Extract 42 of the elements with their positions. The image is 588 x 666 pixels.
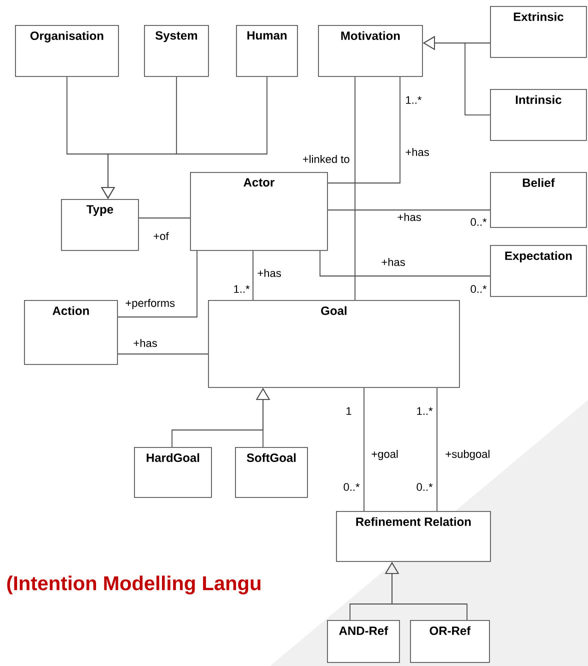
edge-label: +subgoal xyxy=(446,450,490,460)
edge-label: +has xyxy=(382,258,405,266)
class-box: Type xyxy=(61,199,139,251)
class-box: SoftGoal xyxy=(235,447,308,498)
class-box: HardGoal xyxy=(134,447,212,498)
class-box: Motivation xyxy=(318,25,423,77)
class-box: System xyxy=(144,25,209,77)
multiplicity: 1..* xyxy=(406,96,422,104)
class-box: Human xyxy=(236,25,298,77)
multiplicity: 0..* xyxy=(344,483,360,491)
class-box: Action xyxy=(24,300,118,365)
multiplicity: 1..* xyxy=(417,407,433,415)
edge-label: +has xyxy=(258,268,281,278)
slide-title: (Intention Modelling Langu xyxy=(7,576,260,594)
class-box: Actor xyxy=(190,172,328,251)
edge-label: +has xyxy=(406,148,429,156)
edge-label: +linked to xyxy=(302,154,350,164)
class-box: Expectation xyxy=(490,245,587,297)
edge-label: +of xyxy=(154,232,169,240)
connector xyxy=(436,387,438,512)
multiplicity: 1..* xyxy=(234,285,250,293)
multiplicity: 1 xyxy=(346,407,352,415)
class-box: Extrinsic xyxy=(490,6,587,58)
edge-label: +has xyxy=(134,338,157,348)
class-box: OR-Ref xyxy=(410,620,490,663)
edge-label: +has xyxy=(398,212,421,222)
multiplicity: 0..* xyxy=(416,483,433,491)
connector xyxy=(117,250,198,318)
class-box: Goal xyxy=(208,300,460,388)
class-box: Intrinsic xyxy=(490,89,587,141)
connector xyxy=(252,250,254,300)
edge-label: +performs xyxy=(126,298,175,310)
edge-label: +goal xyxy=(372,450,398,460)
class-box: Organisation xyxy=(15,25,119,77)
connector xyxy=(320,250,490,276)
connector xyxy=(354,76,356,300)
multiplicity: 0..* xyxy=(470,218,487,226)
class-box: AND-Ref xyxy=(327,620,400,663)
class-box: Belief xyxy=(490,172,587,228)
multiplicity: 0..* xyxy=(470,285,487,293)
class-box: Refinement Relation xyxy=(336,511,491,562)
connector xyxy=(327,76,400,184)
